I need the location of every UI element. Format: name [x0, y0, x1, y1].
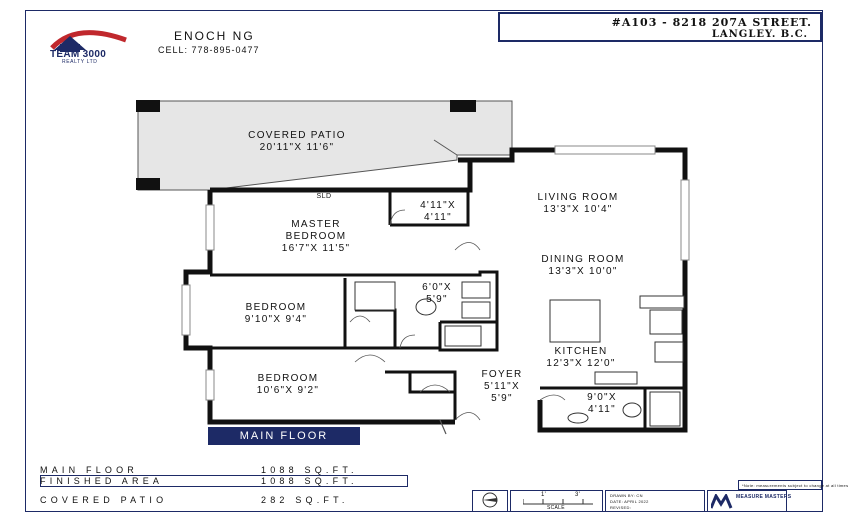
- room-dims: 10'6"X 9'2": [256, 385, 320, 396]
- address-line-2: LANGLEY. B.C.: [711, 29, 808, 40]
- summary-finished-area-value: 1088 SQ.FT.: [261, 476, 358, 486]
- room-dims: 12'3"X 12'0": [546, 358, 616, 369]
- room-label-living-room: LIVING ROOM 13'3"X 10'4": [538, 192, 619, 216]
- room-label-ensuite: 6'0"X 5'9": [422, 282, 452, 306]
- agent-cell: CELL: 778-895-0477: [158, 45, 260, 55]
- agent-name: ENOCH NG: [174, 29, 255, 43]
- page-frame: [25, 10, 823, 512]
- room-dims: 13'3"X 10'4": [543, 204, 613, 215]
- scale-bar-icon: [523, 499, 593, 505]
- sliding-door-label: SLD: [316, 193, 332, 200]
- patio-area: [136, 100, 513, 191]
- finished-area-box: [40, 475, 408, 487]
- note-box: *Note: measurements subject to change at…: [738, 480, 848, 490]
- room-name: 9'0"X: [587, 392, 617, 403]
- room-dims: 13'3"X 10'0": [548, 266, 618, 277]
- room-name: MASTER: [291, 219, 341, 230]
- room-label-foyer: FOYER 5'11"X 5'9": [482, 369, 523, 405]
- room-label-bedroom-2: BEDROOM 9'10"X 9'4": [245, 302, 307, 326]
- address-line-1: #A103 - 8218 207A STREET.: [611, 16, 812, 29]
- company-name: MEASURE MASTERS: [736, 494, 792, 500]
- summary-covered-patio-label: COVERED PATIO: [40, 495, 168, 505]
- room-label-covered-patio: COVERED PATIO 20'11"X 11'6": [248, 130, 346, 154]
- scale-label: SCALE: [547, 505, 565, 511]
- brand-subtitle: REALTY LTD: [62, 59, 98, 65]
- scale-mark-3: 3': [575, 492, 581, 498]
- room-name: BEDROOM: [257, 373, 319, 384]
- room-dims: 20'11"X 11'6": [259, 142, 335, 153]
- room-dims: 5'9": [426, 294, 448, 305]
- room-name: LIVING ROOM: [537, 192, 619, 203]
- team3000-logo-icon: [50, 30, 127, 52]
- compass-icon: [482, 492, 498, 508]
- room-name: 6'0"X: [422, 282, 452, 293]
- room-name: FOYER: [481, 369, 523, 380]
- summary-main-floor-label: MAIN FLOOR: [40, 465, 139, 475]
- room-label-bathroom: 9'0"X 4'11": [587, 392, 617, 416]
- scale-mark-1: 1': [541, 492, 547, 498]
- drawn-by: DRAWN BY: CN: [610, 493, 643, 498]
- room-name-line2: BEDROOM: [285, 231, 347, 242]
- room-dims: 4'11": [588, 404, 616, 415]
- room-label-dining-room: DINING ROOM 13'3"X 10'0": [541, 254, 624, 278]
- drawn-date: DATE: APRIL 2022: [610, 499, 649, 504]
- disclaimer-note: *Note: measurements subject to change at…: [742, 483, 849, 488]
- drawn-by-box: DRAWN BY: CN DATE: APRIL 2022 REVISED:: [605, 490, 705, 512]
- interior-walls: [197, 190, 685, 430]
- room-name: DINING ROOM: [541, 254, 625, 265]
- room-label-master-bedroom: MASTER BEDROOM 16'7"X 11'5": [282, 219, 351, 255]
- measure-masters-logo-icon: [711, 494, 733, 509]
- company-box: MEASURE MASTERS: [707, 490, 791, 512]
- room-dims: 9'10"X 9'4": [244, 314, 308, 325]
- room-label-kitchen: KITCHEN 12'3"X 12'0": [546, 346, 615, 370]
- exterior-walls: [183, 147, 688, 433]
- room-label-bedroom-3: BEDROOM 10'6"X 9'2": [257, 373, 319, 397]
- summary-covered-patio-value: 282 SQ.FT.: [261, 495, 349, 505]
- revised: REVISED:: [610, 505, 632, 510]
- north-compass-box: [472, 490, 508, 512]
- room-name: BEDROOM: [245, 302, 307, 313]
- summary-main-floor-value: 1088 SQ.FT.: [261, 465, 358, 475]
- summary-finished-area-label: FINISHED AREA: [40, 476, 164, 486]
- address-box: #A103 - 8218 207A STREET. LANGLEY. B.C.: [498, 12, 822, 42]
- fixtures: [354, 281, 685, 427]
- room-name: COVERED PATIO: [248, 130, 346, 141]
- room-label-wic: 4'11"X 4'11": [420, 200, 456, 224]
- room-dims: 4'11": [424, 212, 452, 223]
- room-dims-line2: 5'9": [491, 393, 513, 404]
- brand-name: TEAM 3000: [50, 49, 107, 60]
- floor-tag: MAIN FLOOR: [208, 427, 360, 445]
- scale-box: 1' 3' SCALE: [510, 490, 603, 512]
- door-swings: [349, 209, 566, 435]
- room-name: KITCHEN: [554, 346, 608, 357]
- room-dims: 16'7"X 11'5": [281, 243, 351, 254]
- room-dims: 5'11"X: [484, 381, 520, 392]
- window-sills: [181, 145, 690, 401]
- room-name: 4'11"X: [420, 200, 456, 211]
